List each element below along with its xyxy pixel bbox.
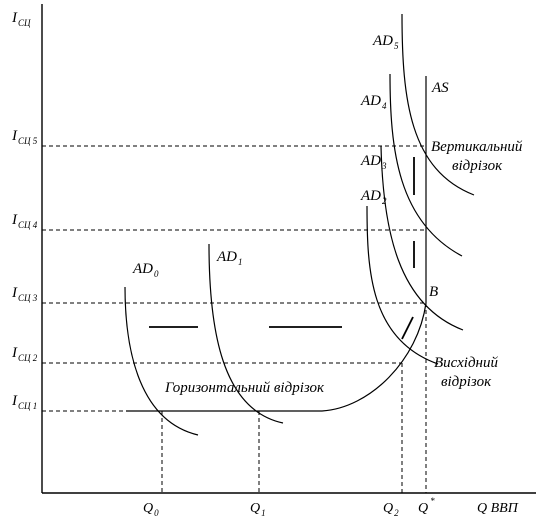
horizontal-segment-label: Горизонтальний відрізок [164, 380, 325, 396]
y-tick-label-1: IСЦ 1 [11, 393, 37, 411]
ad1-curve [208, 243, 284, 424]
ad3-curve [380, 145, 464, 331]
ad5-curve [401, 13, 475, 196]
ad0-curve [124, 286, 199, 436]
as-curve [126, 76, 427, 412]
point-b-label: B [429, 284, 438, 300]
y-axis-label: IСЦ [11, 10, 31, 28]
rising-segment-label-line2: відрізок [441, 374, 492, 390]
y-tick-label-5: IСЦ 5 [11, 128, 38, 146]
y-tick-label-4: IСЦ 4 [11, 212, 38, 230]
ad5-label: AD5 [372, 33, 399, 51]
vertical-segment-label-line1: Вертикальний [431, 139, 523, 155]
ad0-label: AD0 [132, 261, 159, 279]
y-tick-label-2: IСЦ 2 [11, 345, 38, 363]
x-tick-label-qstar: Q* [418, 496, 435, 516]
rising-marker [401, 316, 414, 340]
y-tick-label-3: IСЦ 3 [11, 285, 38, 303]
ad3-label: AD3 [360, 153, 387, 171]
as-label: AS [431, 80, 449, 96]
x-tick-label-q2: Q2 [383, 501, 399, 518]
x-tick-label-q0: Q0 [143, 501, 159, 518]
ad2-curve [366, 205, 439, 365]
x-tick-label-q1: Q1 [250, 501, 266, 518]
x-axis-label: Q ВВП [477, 501, 519, 516]
ad2-label: AD2 [360, 188, 387, 206]
ad4-label: AD4 [360, 93, 387, 111]
vertical-segment-label-line2: відрізок [452, 158, 503, 174]
ad4-curve [389, 73, 463, 257]
rising-segment-label-line1: Висхідний [434, 355, 498, 371]
ad1-label: AD1 [216, 249, 243, 267]
